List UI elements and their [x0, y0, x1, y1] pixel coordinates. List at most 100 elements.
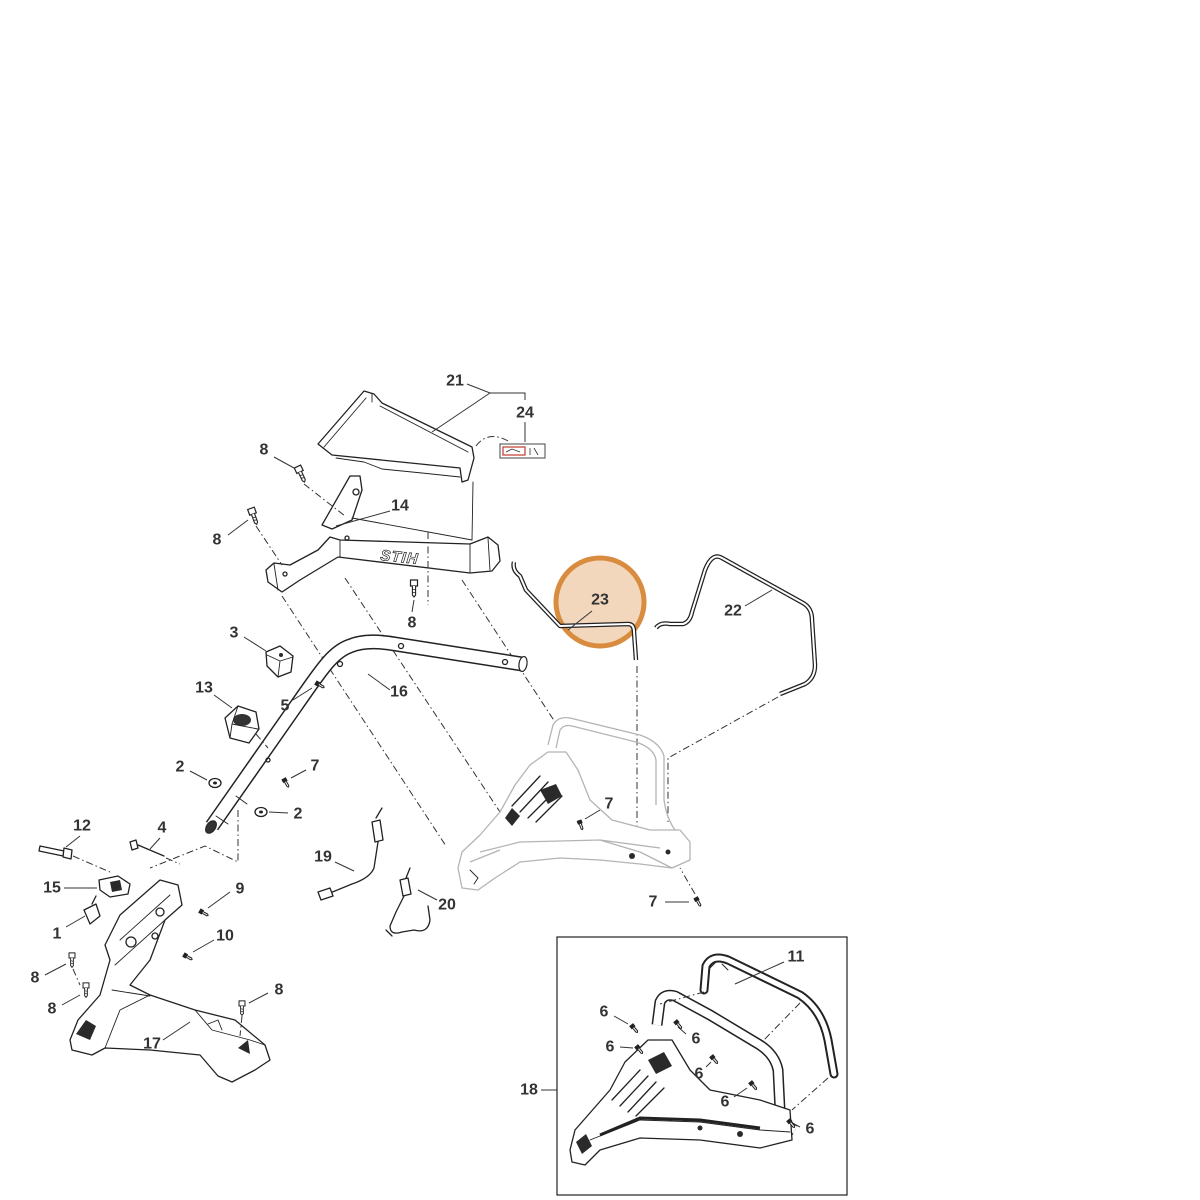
screw-8-e — [82, 982, 90, 998]
callout-4[interactable]: 4 — [158, 820, 167, 837]
screw-8-f — [238, 1000, 246, 1016]
dash-13 — [255, 733, 269, 749]
part-15-connector — [98, 875, 131, 898]
callout-21[interactable]: 21 — [446, 373, 464, 390]
callout-13[interactable]: 13 — [195, 680, 213, 697]
leader-6-b — [677, 1026, 687, 1035]
part-1-clip — [83, 895, 101, 925]
screw-8-c — [409, 579, 419, 598]
leader-13 — [213, 694, 233, 709]
screw-6-d — [708, 1053, 720, 1066]
callout-labels: 21 24 8 14 8 8 23 22 3 16 13 5 2 7 2 7 1… — [31, 373, 815, 1138]
screw-8-d — [68, 952, 76, 968]
screw-6-b — [672, 1018, 684, 1031]
leader-3 — [243, 636, 267, 652]
leader-7-a — [290, 769, 307, 779]
callout-5[interactable]: 5 — [281, 698, 290, 715]
callout-6[interactable]: 6 — [606, 1039, 615, 1056]
inset-box-18 — [556, 936, 848, 1196]
callout-14[interactable]: 14 — [391, 498, 409, 515]
callout-24[interactable]: 24 — [516, 405, 534, 422]
leader-5 — [292, 687, 313, 701]
dash-tube-bracket — [149, 810, 239, 869]
callout-16[interactable]: 16 — [390, 684, 408, 701]
part-20-cable — [385, 867, 431, 937]
callout-20[interactable]: 20 — [438, 897, 456, 914]
leader-6-e — [733, 1087, 748, 1098]
callout-12[interactable]: 12 — [73, 818, 91, 835]
dash-22 — [667, 696, 779, 822]
leader-7-b — [584, 809, 601, 820]
callout-23-highlighted[interactable]: 23 — [591, 592, 609, 609]
callout-19[interactable]: 19 — [314, 849, 332, 866]
leader-23 — [567, 610, 593, 631]
callout-2[interactable]: 2 — [176, 759, 185, 776]
washer-2-a — [208, 777, 222, 789]
callout-6[interactable]: 6 — [721, 1094, 730, 1111]
leader-2-a — [189, 770, 208, 781]
callout-10[interactable]: 10 — [216, 928, 234, 945]
callout-9[interactable]: 9 — [236, 881, 245, 898]
callout-18[interactable]: 18 — [520, 1082, 538, 1099]
leader-8-e — [61, 994, 81, 1006]
callout-8[interactable]: 8 — [48, 1001, 57, 1018]
callout-3[interactable]: 3 — [230, 625, 239, 642]
screw-10 — [181, 951, 194, 963]
part-3-bracket — [265, 645, 294, 678]
leader-8-a — [273, 456, 295, 469]
dash-assembly-2 — [344, 577, 501, 813]
dash-24 — [475, 436, 509, 447]
leader-21 — [431, 383, 526, 433]
leader-19 — [334, 861, 355, 872]
callout-7[interactable]: 7 — [311, 758, 320, 775]
part-23-wire — [511, 561, 639, 661]
screw-8-a — [293, 464, 309, 485]
leader-2-b — [268, 811, 289, 814]
callout-8[interactable]: 8 — [260, 442, 269, 459]
callout-7[interactable]: 7 — [649, 894, 658, 911]
leader-6-d — [705, 1061, 712, 1068]
washer-2-b — [254, 806, 268, 818]
screw-8-b — [247, 506, 261, 527]
leader-20 — [417, 889, 438, 901]
callout-22[interactable]: 22 — [724, 603, 742, 620]
dash-8-b — [255, 525, 283, 566]
screw-6-e — [747, 1079, 759, 1092]
ghost-housing-assembly — [457, 717, 691, 891]
leader-6-c — [619, 1046, 634, 1049]
callout-11[interactable]: 11 — [788, 949, 805, 966]
callout-6[interactable]: 6 — [806, 1121, 815, 1138]
dash-assembly-1 — [281, 595, 447, 847]
callout-1[interactable]: 1 — [53, 926, 62, 943]
leader-8-d — [44, 963, 67, 976]
part-16-handle-tube — [205, 634, 528, 834]
dash-4 — [165, 857, 181, 865]
sticker-accent — [502, 446, 526, 456]
leader-11 — [734, 961, 785, 985]
screw-7-a — [280, 776, 292, 789]
leader-4 — [149, 837, 161, 850]
callout-8[interactable]: 8 — [275, 982, 284, 999]
leader-6-f — [793, 1123, 801, 1128]
dash-8-d — [72, 968, 81, 986]
part-22-bail-wire — [654, 554, 818, 697]
callout-8[interactable]: 8 — [408, 615, 417, 632]
dash-7-c — [679, 867, 696, 895]
callout-17[interactable]: 17 — [143, 1036, 161, 1053]
callout-8[interactable]: 8 — [31, 970, 40, 987]
part-21-cover — [317, 390, 475, 483]
part-18-housing-bail — [569, 989, 798, 1166]
callout-8[interactable]: 8 — [213, 532, 222, 549]
callout-15[interactable]: 15 — [43, 880, 61, 897]
leader-14 — [335, 510, 391, 527]
leader-1 — [65, 915, 86, 928]
callout-6[interactable]: 6 — [692, 1031, 701, 1048]
leader-8-f — [248, 992, 269, 1004]
callout-7[interactable]: 7 — [605, 796, 614, 813]
leader-8-b — [227, 519, 249, 536]
screw-7-c — [692, 895, 704, 908]
callout-2[interactable]: 2 — [294, 806, 303, 823]
callout-6[interactable]: 6 — [600, 1004, 609, 1021]
callout-6[interactable]: 6 — [695, 1066, 704, 1083]
